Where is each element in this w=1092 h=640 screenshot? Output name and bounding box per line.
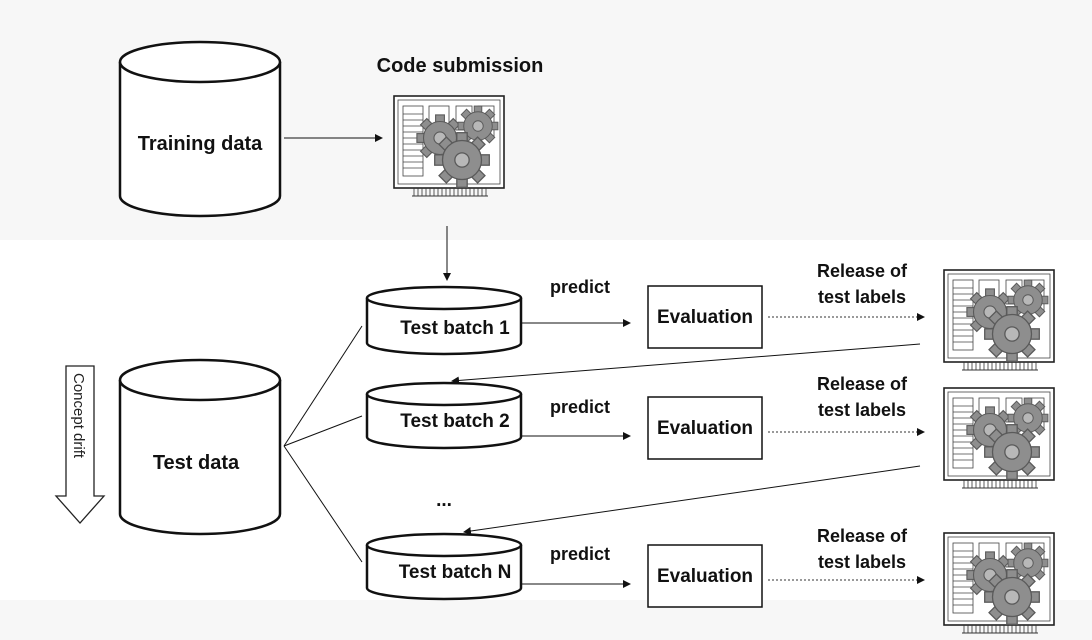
training-data-label: Training data	[138, 133, 263, 155]
test-data-to-batch1-line	[283, 325, 363, 447]
test-data-to-batchN-line	[283, 445, 363, 563]
test-batch-n-cylinder: Test batch N	[365, 532, 523, 601]
release-label-n-line1: Release of	[817, 526, 908, 546]
batchN-model-chip-icon	[944, 533, 1054, 633]
evaluation-box-1	[647, 285, 763, 349]
feedback-arrow-1	[451, 343, 921, 385]
evaluation-label-2: Evaluation	[657, 418, 753, 439]
ellipsis-label: ...	[436, 490, 452, 511]
test-data-cylinder: Test data	[118, 358, 282, 536]
release-label-2-line1: Release of	[817, 374, 908, 394]
release-label-2-line2: test labels	[818, 400, 906, 420]
evaluation-box-2	[647, 396, 763, 460]
concept-drift-arrow-icon: Concept drift	[54, 365, 106, 524]
release-label-n-line2: test labels	[818, 552, 906, 572]
concept-drift-label: Concept drift	[70, 373, 87, 459]
test-data-to-batch2-line	[283, 415, 363, 447]
test-batch-2-cylinder: Test batch 2	[365, 381, 523, 450]
evaluation-label-n: Evaluation	[657, 566, 753, 587]
feedback-arrow-2	[463, 465, 921, 535]
release-label-1-line1: Release of	[817, 261, 908, 281]
evaluation-box-n	[647, 544, 763, 608]
predict-label-2: predict	[550, 397, 610, 417]
batch2-model-chip-icon	[944, 388, 1054, 488]
training-data-cylinder: Training data	[118, 40, 282, 218]
test-batch-1-cylinder: Test batch 1	[365, 285, 523, 356]
predict-label-1: predict	[550, 277, 610, 297]
test-batch-1-label: Test batch 1	[400, 318, 510, 339]
bottom-background-band	[0, 600, 1092, 640]
batch1-model-chip-icon	[944, 270, 1054, 370]
code-submission-label: Code submission	[377, 55, 544, 77]
evaluation-label-1: Evaluation	[657, 307, 753, 328]
test-batch-n-label: Test batch N	[399, 562, 512, 583]
code-submission-chip-icon	[394, 96, 504, 196]
test-data-label: Test data	[153, 452, 240, 474]
release-label-1-line2: test labels	[818, 287, 906, 307]
predict-label-n: predict	[550, 544, 610, 564]
test-batch-2-label: Test batch 2	[400, 411, 509, 432]
